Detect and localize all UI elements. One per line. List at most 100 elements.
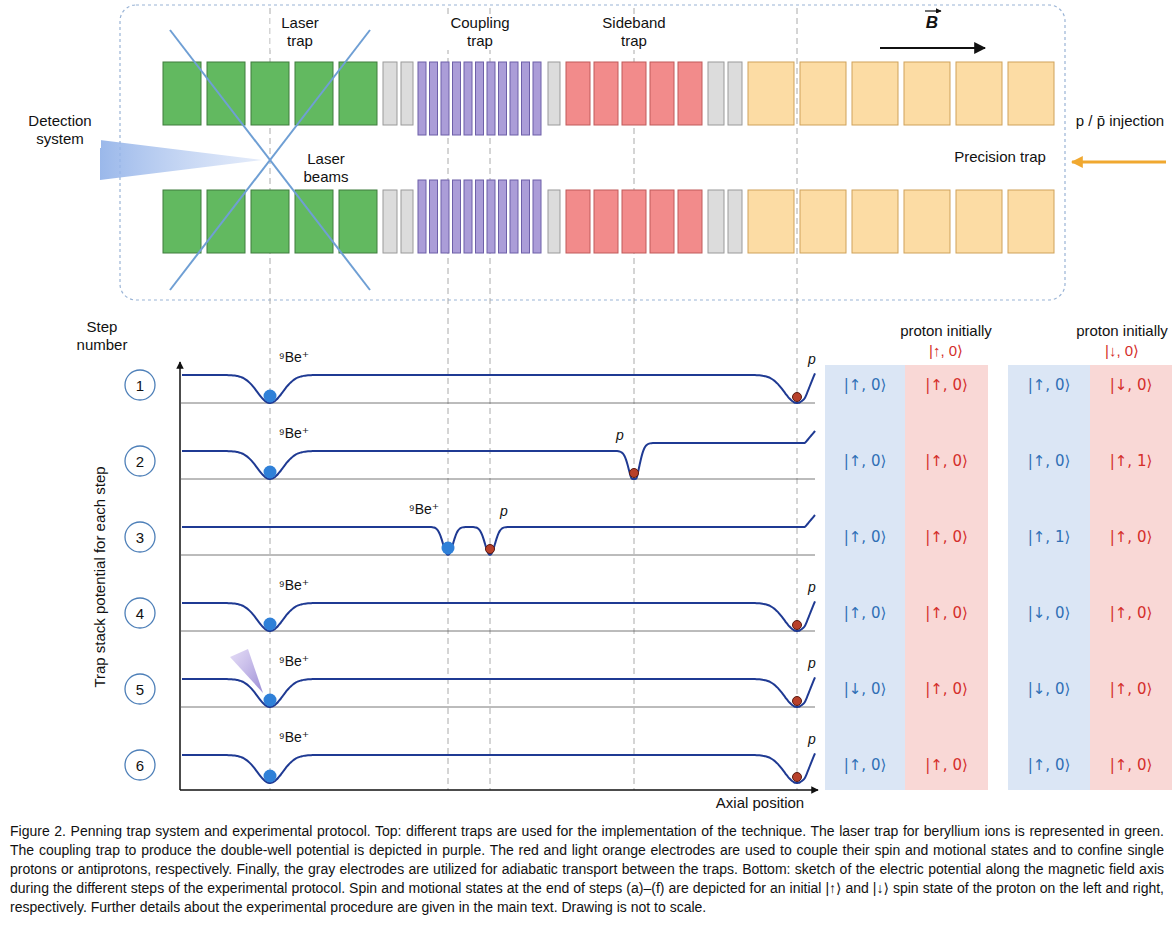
spin-motional-state: |↑, 0⟩ <box>825 603 905 623</box>
spin-motional-state: |↑, 0⟩ <box>1090 603 1172 623</box>
electrode <box>748 190 794 253</box>
state-column: |↑, 0⟩|↑, 0⟩|↑, 0⟩|↑, 0⟩|↓, 0⟩|↑, 0⟩ <box>825 365 905 790</box>
particle-label: p <box>614 427 626 444</box>
electrode <box>956 190 1002 253</box>
spin-motional-state: |↓, 0⟩ <box>1008 679 1090 699</box>
step-number-circle: 6 <box>124 749 156 781</box>
field-arrow <box>880 47 985 49</box>
state-column: |↑, 0⟩|↑, 0⟩|↑, 1⟩|↓, 0⟩|↓, 0⟩|↑, 0⟩ <box>1008 365 1090 790</box>
trap-label: Precision trap <box>952 148 1048 166</box>
potential-curve <box>182 753 815 783</box>
electrode <box>464 180 472 253</box>
electrode <box>852 190 898 253</box>
step-number-circle: 3 <box>124 521 156 553</box>
trap-label: Laser trap <box>271 14 330 50</box>
spin-motional-state: |↑, 0⟩ <box>905 603 988 623</box>
electrode <box>728 62 742 125</box>
beryllium-ion <box>264 618 277 631</box>
electrode <box>800 190 846 253</box>
electrode <box>533 62 541 135</box>
spin-motional-state: |↑, 1⟩ <box>1008 527 1090 547</box>
electrode <box>708 190 724 253</box>
proton <box>486 545 495 554</box>
field-label: B <box>924 13 940 33</box>
spin-motional-state: |↑, 1⟩ <box>1090 451 1172 471</box>
spin-motional-state: |↓, 0⟩ <box>1008 603 1090 623</box>
step-number: 1 <box>124 369 156 401</box>
step-number: 3 <box>124 521 156 553</box>
spin-motional-state: |↑, 0⟩ <box>905 679 988 699</box>
proton <box>793 773 802 782</box>
column-header-state: |↑, 0⟩ <box>927 342 965 360</box>
axis-label: Step number <box>69 318 135 354</box>
electrode <box>748 62 794 125</box>
step-number-circle: 4 <box>124 597 156 629</box>
row-baseline <box>180 707 815 708</box>
laser-label: Laser beams <box>298 150 354 186</box>
electrode <box>464 62 472 135</box>
particle-label: ⁹Be⁺ <box>277 425 312 442</box>
electrode <box>163 62 201 125</box>
electrode <box>441 62 449 135</box>
spin-motional-state: |↑, 0⟩ <box>1090 679 1172 699</box>
spin-motional-state: |↑, 0⟩ <box>825 451 905 471</box>
electrode <box>339 62 377 125</box>
spin-motional-state: |↑, 0⟩ <box>1008 375 1090 395</box>
spin-motional-state: |↑, 0⟩ <box>1008 755 1090 775</box>
electrode <box>401 190 413 253</box>
beryllium-ion <box>264 770 277 783</box>
electrode <box>566 190 590 253</box>
step-number-circle: 1 <box>124 369 156 401</box>
column-header: proton initially <box>898 322 994 340</box>
electrode <box>800 62 846 125</box>
spin-motional-state: |↑, 0⟩ <box>1090 527 1172 547</box>
spin-motional-state: |↑, 0⟩ <box>1090 755 1172 775</box>
axis-label: Axial position <box>714 794 806 812</box>
row-baseline <box>180 403 815 404</box>
column-header: proton initially <box>1074 322 1170 340</box>
electrode <box>487 62 495 135</box>
detection-cone <box>100 140 262 180</box>
electrode <box>295 62 333 125</box>
electrode <box>1008 190 1054 253</box>
electrode <box>594 190 618 253</box>
electrode <box>251 190 289 253</box>
trap-label: Coupling trap <box>441 14 519 50</box>
particle-label: ⁹Be⁺ <box>277 653 312 670</box>
potential-curve <box>182 431 815 479</box>
potential-curve <box>182 677 815 707</box>
particle-label: p <box>806 351 818 368</box>
axis-label: Trap stack potential for each step <box>91 464 109 689</box>
spin-motional-state: |↑, 0⟩ <box>905 527 988 547</box>
step-number: 2 <box>124 445 156 477</box>
figure-caption: Figure 2. Penning trap system and experi… <box>10 822 1164 917</box>
row-baseline <box>180 555 815 556</box>
particle-label: p <box>806 579 818 596</box>
electrode <box>548 62 560 125</box>
particle-label: p <box>498 503 510 520</box>
electrode <box>622 62 646 125</box>
step-number: 6 <box>124 749 156 781</box>
spin-motional-state: |↑, 0⟩ <box>825 527 905 547</box>
electrode <box>487 180 495 253</box>
electrode <box>339 190 377 253</box>
electrode <box>499 62 507 135</box>
row-baseline <box>180 631 815 632</box>
step-number-circle: 2 <box>124 445 156 477</box>
electrode <box>522 180 530 253</box>
potential-curve <box>182 515 815 555</box>
electrode <box>650 190 674 253</box>
electrode <box>499 180 507 253</box>
electrode <box>476 62 484 135</box>
beryllium-ion <box>264 466 277 479</box>
electrode <box>510 62 518 135</box>
particle-label: ⁹Be⁺ <box>407 501 442 518</box>
electrode <box>383 62 397 125</box>
state-column: |↑, 0⟩|↑, 0⟩|↑, 0⟩|↑, 0⟩|↑, 0⟩|↑, 0⟩ <box>905 365 988 790</box>
spin-motional-state: |↓, 0⟩ <box>825 679 905 699</box>
electrode <box>678 62 702 125</box>
beryllium-ion <box>442 542 455 555</box>
electrode <box>904 62 950 125</box>
column-header-state: |↓, 0⟩ <box>1103 342 1141 360</box>
